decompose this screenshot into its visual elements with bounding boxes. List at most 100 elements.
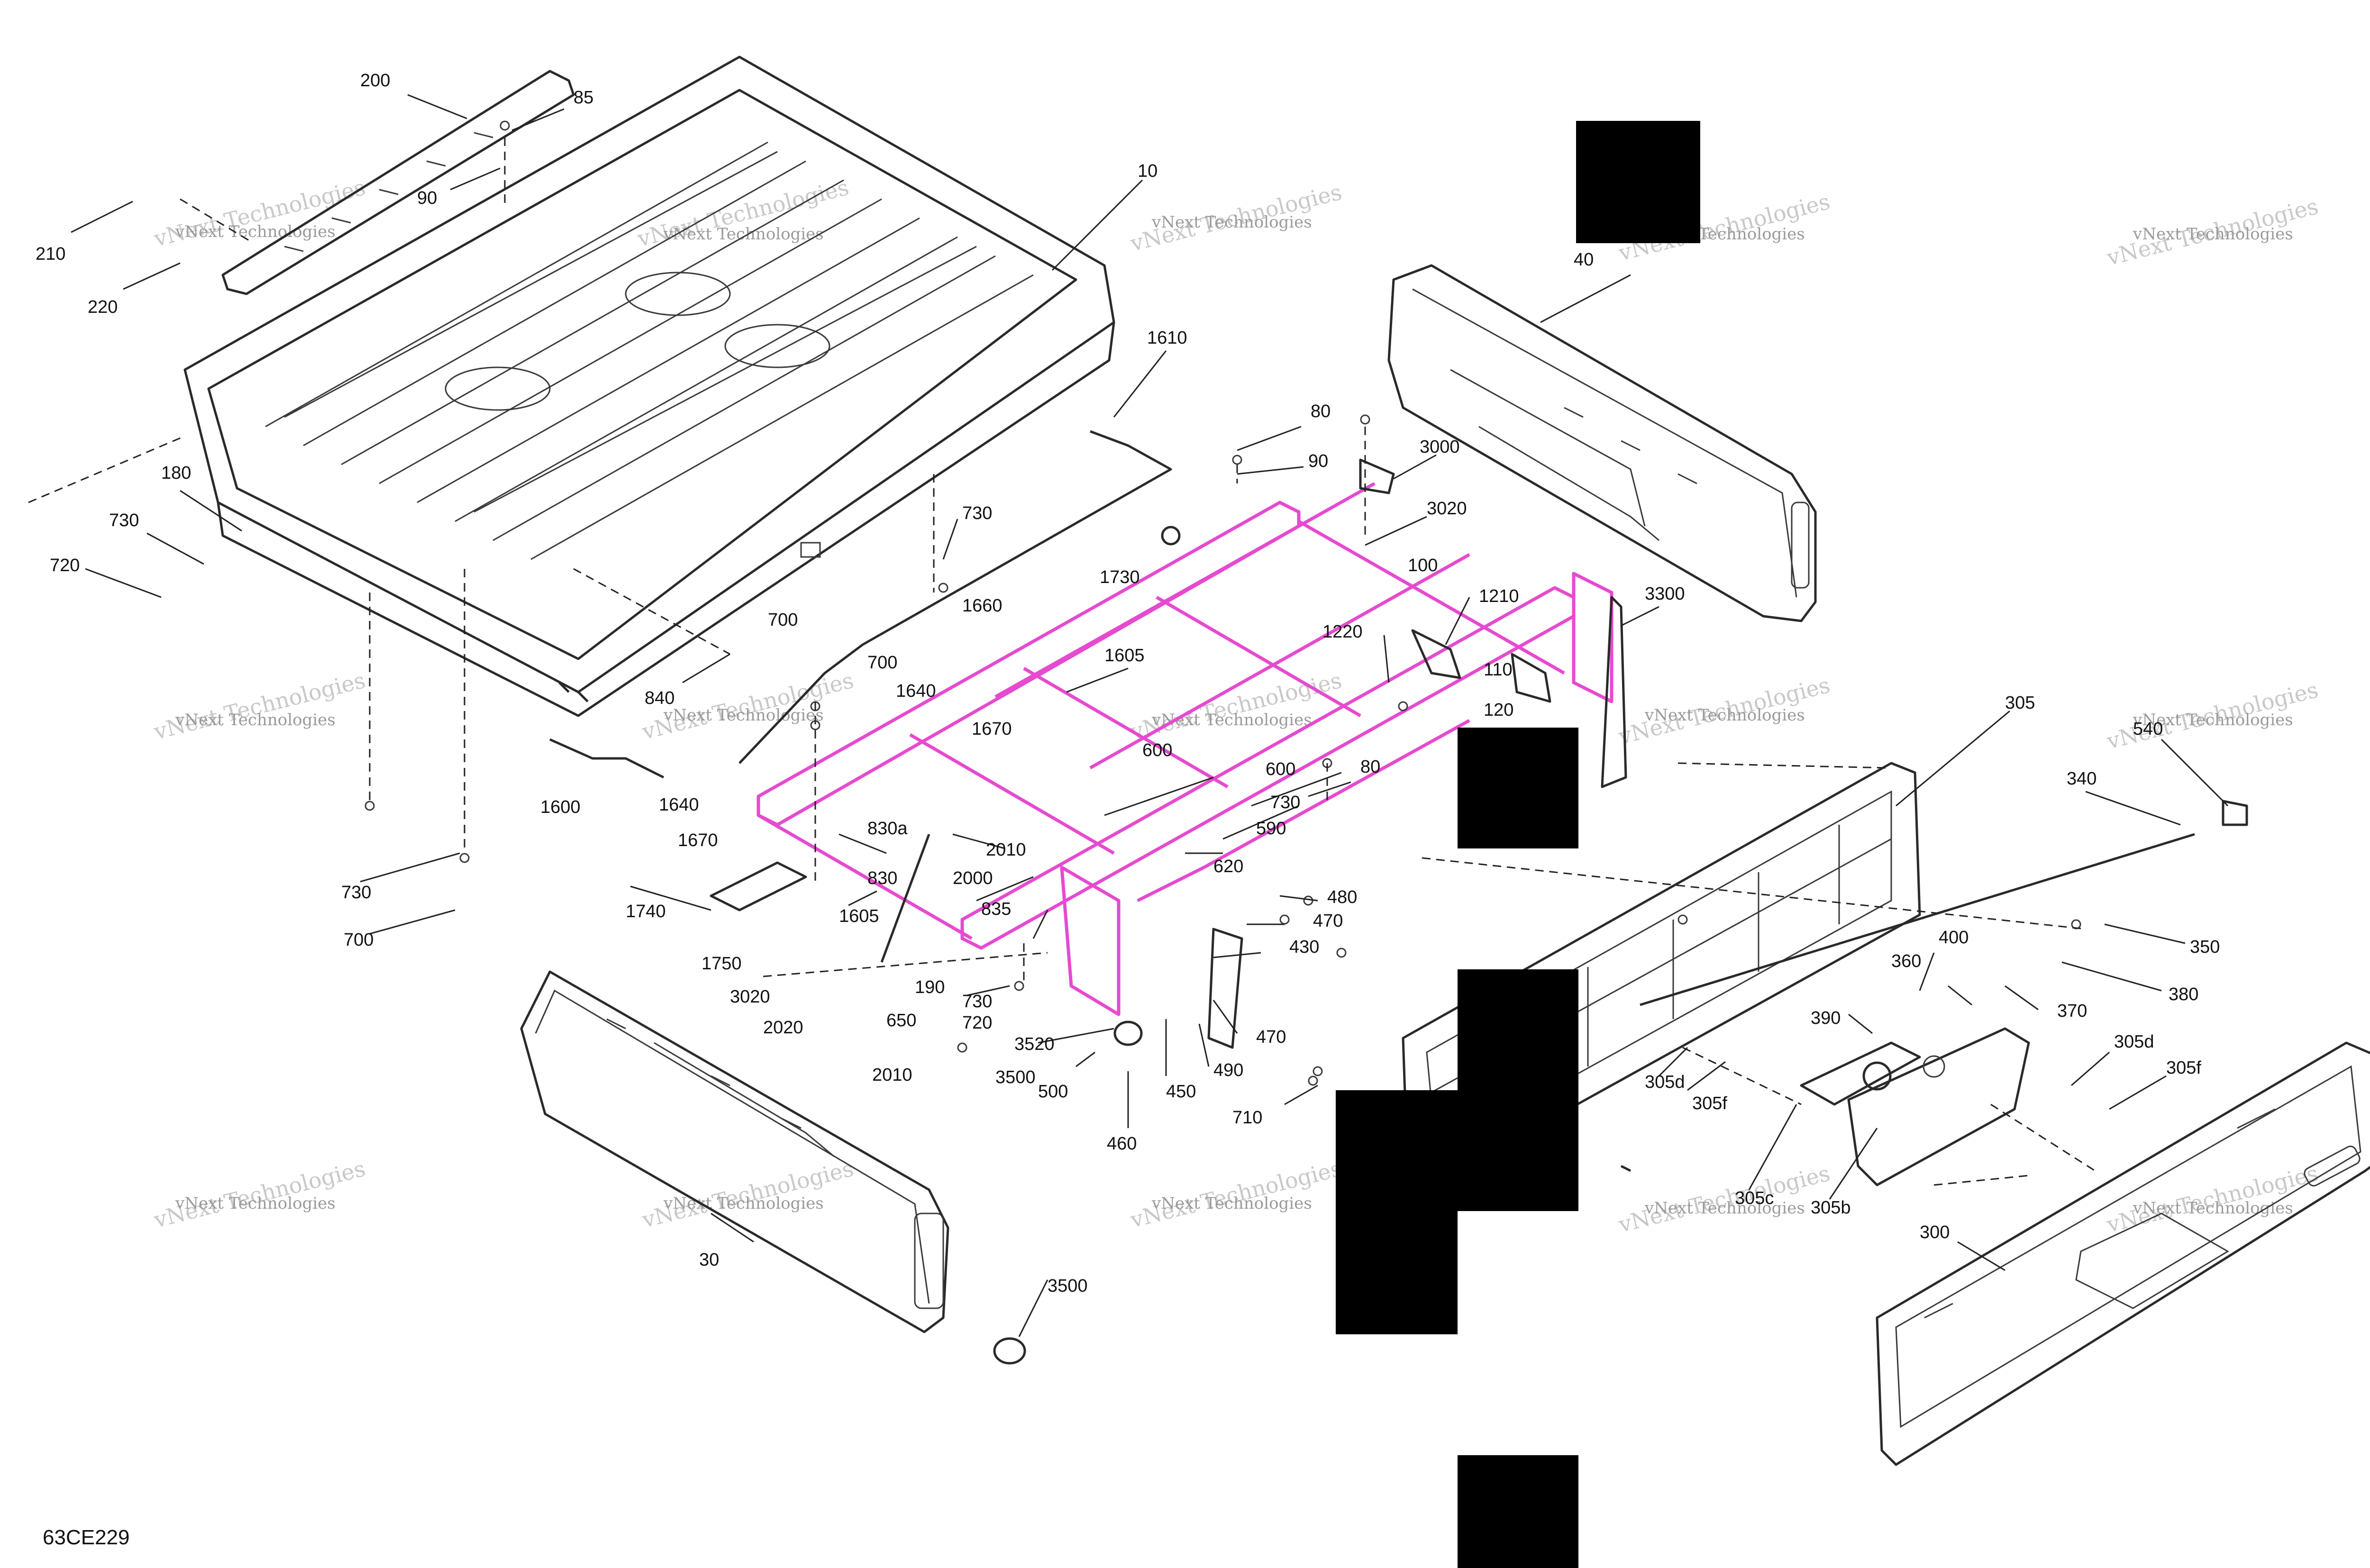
side-panel-40 xyxy=(1387,264,1817,622)
callout-label: 305c xyxy=(1735,1188,1774,1208)
cargo-frame-highlighted xyxy=(757,482,1613,1016)
watermark-text: vNext Technologies xyxy=(2133,1199,2293,1218)
callout-label: 1660 xyxy=(962,596,1003,616)
side-rail-200 xyxy=(221,70,575,295)
latch-assembly xyxy=(1800,1027,2030,1186)
callout-label: 3500 xyxy=(1048,1276,1088,1296)
watermark-text: vNext Technologies xyxy=(663,225,824,244)
callout-label: 380 xyxy=(2169,985,2198,1004)
callout-label: 720 xyxy=(50,556,80,575)
callout-label: 620 xyxy=(1213,857,1243,876)
cargo-box xyxy=(183,55,1115,717)
callout-label: 305d xyxy=(2114,1032,2154,1052)
callout-label: 360 xyxy=(1891,951,1921,971)
callout-label: 830a xyxy=(867,819,908,839)
watermark-text: vNext Technologies xyxy=(151,667,368,745)
callout-label: 650 xyxy=(886,1011,916,1030)
callout-label: 300 xyxy=(1920,1222,1950,1242)
callout-label: 1750 xyxy=(702,954,742,974)
callout-label: 730 xyxy=(1270,793,1300,812)
callout-label: 450 xyxy=(1166,1082,1196,1102)
misc-parts xyxy=(365,120,2248,1365)
callout-label: 830 xyxy=(867,868,897,888)
callout-label: 340 xyxy=(2067,769,2097,789)
callout-label: 730 xyxy=(962,503,992,523)
callout-label: 110 xyxy=(1484,660,1513,680)
callout-label: 200 xyxy=(360,71,390,91)
callout-label: 590 xyxy=(1256,819,1286,839)
callout-label: 305d xyxy=(1645,1072,1685,1092)
watermark-text: vNext Technologies xyxy=(1151,1194,1312,1213)
callout-label: 1610 xyxy=(1147,328,1187,348)
callout-label: 305 xyxy=(2005,693,2035,713)
callout-label: 400 xyxy=(1939,928,1969,948)
watermark-text: vNext Technologies xyxy=(175,222,336,241)
callout-label: 3000 xyxy=(1420,437,1460,457)
callout-label: 40 xyxy=(1574,250,1594,270)
callout-label: 600 xyxy=(1142,740,1172,760)
callout-label: 100 xyxy=(1408,556,1438,575)
redaction-blocks xyxy=(1336,121,1700,1568)
callout-label: 2000 xyxy=(953,868,993,888)
tailgate-outer-300 xyxy=(1876,1041,2370,1466)
callout-label: 730 xyxy=(109,511,139,530)
callout-label: 85 xyxy=(574,88,593,108)
watermark-text: vNext Technologies xyxy=(2133,225,2293,244)
callout-label: 1640 xyxy=(659,795,699,815)
callout-label: 1600 xyxy=(540,797,581,817)
callout-label: 500 xyxy=(1038,1082,1068,1102)
watermark-text: vNext Technologies xyxy=(1128,667,1344,745)
assembly-lines xyxy=(28,137,2096,1186)
callout-label: 2010 xyxy=(872,1065,912,1085)
callout-label: 3500 xyxy=(995,1067,1036,1087)
callout-label: 700 xyxy=(344,930,374,950)
callout-label: 460 xyxy=(1107,1134,1137,1154)
callout-label: 180 xyxy=(161,463,191,483)
watermark-text: vNext Technologies xyxy=(175,1194,336,1213)
callout-label: 700 xyxy=(768,610,798,630)
callout-label: 190 xyxy=(915,977,945,997)
callout-labels: 10 30 40 80 80 85 90 90 100 110 120 180 … xyxy=(36,71,2220,1296)
callout-label: 1220 xyxy=(1322,622,1363,642)
redaction-block xyxy=(1576,121,1700,243)
side-panel-30 xyxy=(520,970,949,1333)
watermark-text: vNext Technologies xyxy=(2133,711,2293,729)
callout-label: 2010 xyxy=(986,840,1026,860)
watermark-text: vNext Technologies xyxy=(1644,1199,1805,1218)
callout-label: 1605 xyxy=(839,906,879,926)
callout-label: 305f xyxy=(1692,1094,1727,1113)
callout-label: 540 xyxy=(2133,719,2163,739)
callout-label: 1605 xyxy=(1104,646,1145,665)
callout-label: 730 xyxy=(962,992,992,1012)
callout-label: 1640 xyxy=(896,681,936,701)
redaction-block xyxy=(1458,969,1578,1211)
callout-label: 600 xyxy=(1266,759,1295,779)
callout-label: 305b xyxy=(1811,1198,1851,1218)
callout-label: 305f xyxy=(2166,1058,2201,1078)
watermark-text: vNext Technologies xyxy=(663,706,824,725)
watermark-text: vNext Technologies xyxy=(175,711,336,729)
callout-label: 700 xyxy=(867,653,897,673)
callout-label: 80 xyxy=(1360,757,1380,777)
callout-label: 90 xyxy=(1308,451,1328,471)
callout-label: 3520 xyxy=(1014,1034,1055,1054)
watermark-text: vNext Technologies xyxy=(1644,706,1805,725)
callout-label: 80 xyxy=(1311,401,1331,421)
callout-label: 1730 xyxy=(1100,567,1140,587)
callout-label: 1210 xyxy=(1479,586,1519,606)
callout-label: 10 xyxy=(1138,161,1158,181)
callout-label: 90 xyxy=(417,188,437,208)
callout-label: 840 xyxy=(645,688,675,708)
callout-label: 470 xyxy=(1256,1027,1286,1047)
diagram-code: 63CE229 xyxy=(43,1526,129,1549)
callout-label: 220 xyxy=(88,297,118,317)
callout-label: 1670 xyxy=(678,830,718,850)
callout-label: 3020 xyxy=(1427,499,1467,519)
callout-label: 710 xyxy=(1232,1108,1262,1128)
callout-label: 2020 xyxy=(763,1018,803,1038)
callout-label: 370 xyxy=(2057,1001,2087,1021)
watermark-text: vNext Technologies xyxy=(1151,213,1312,232)
leader-lines xyxy=(71,94,2229,1337)
callout-label: 430 xyxy=(1289,937,1319,957)
